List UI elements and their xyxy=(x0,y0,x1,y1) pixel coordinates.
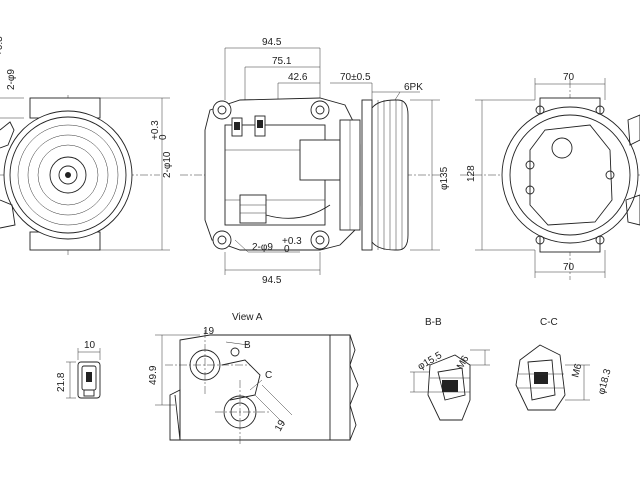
svg-text:+0.3: +0.3 xyxy=(282,236,302,247)
dim-rear-70-bottom: 70 xyxy=(563,262,575,273)
section-cc xyxy=(515,344,590,411)
dim-connector-height: 21.8 xyxy=(56,372,67,392)
dim-rear-128: 128 xyxy=(466,165,477,182)
lower-right-mount-boss xyxy=(310,230,330,250)
dim-view-a-19-top: 19 xyxy=(203,326,215,337)
view-a-marker-b: B xyxy=(244,340,251,351)
electrical-connector xyxy=(239,194,267,224)
view-a xyxy=(155,330,359,445)
dim-pulley-dia: φ135 xyxy=(439,166,450,190)
clutch-hub xyxy=(49,156,87,194)
upper-left-mount-boss xyxy=(212,100,232,120)
section-bb-title: B-B xyxy=(425,317,442,328)
rear-housing xyxy=(501,106,639,244)
dim-cc-thread: M6 xyxy=(570,362,584,379)
dim-94-5-bottom: 94.5 xyxy=(262,275,282,286)
side-view xyxy=(180,47,440,275)
dim-connector-width: 10 xyxy=(84,340,96,351)
view-a-marker-c: C xyxy=(265,370,272,381)
section-cc-title: C-C xyxy=(540,317,558,328)
rear-view xyxy=(460,78,640,280)
lower-left-mount-boss xyxy=(212,230,232,250)
upper-right-mount-boss xyxy=(310,100,330,120)
left-mount-tol: +0.3 xyxy=(0,36,5,56)
front-clutch-view xyxy=(0,95,170,255)
left-bore-tol: +0.3 xyxy=(150,120,161,140)
dim-75-1: 75.1 xyxy=(272,56,292,67)
dim-bottom-mount: 2-φ9 xyxy=(252,242,273,253)
left-bore-dim: 2-φ10 xyxy=(162,151,173,178)
dim-belt-6pk: 6PK xyxy=(404,82,423,93)
view-a-title: View A xyxy=(232,312,263,323)
dim-rear-70-top: 70 xyxy=(563,72,575,83)
left-mount-dim: 2-φ9 xyxy=(6,69,17,90)
dim-94-5-top: 94.5 xyxy=(262,37,282,48)
dim-clutch-offset: 70±0.5 xyxy=(340,72,371,83)
svg-text:0: 0 xyxy=(158,134,169,140)
connector-wire xyxy=(265,204,331,219)
dim-view-a-19-side: 19 xyxy=(273,418,288,434)
section-bb xyxy=(410,349,490,421)
dim-cc-dia: φ18.3 xyxy=(596,367,613,395)
svg-text:0: 0 xyxy=(284,244,290,255)
dim-view-a-49-9: 49.9 xyxy=(148,365,159,385)
dim-42-6: 42.6 xyxy=(288,72,308,83)
connector-detail xyxy=(66,348,101,399)
